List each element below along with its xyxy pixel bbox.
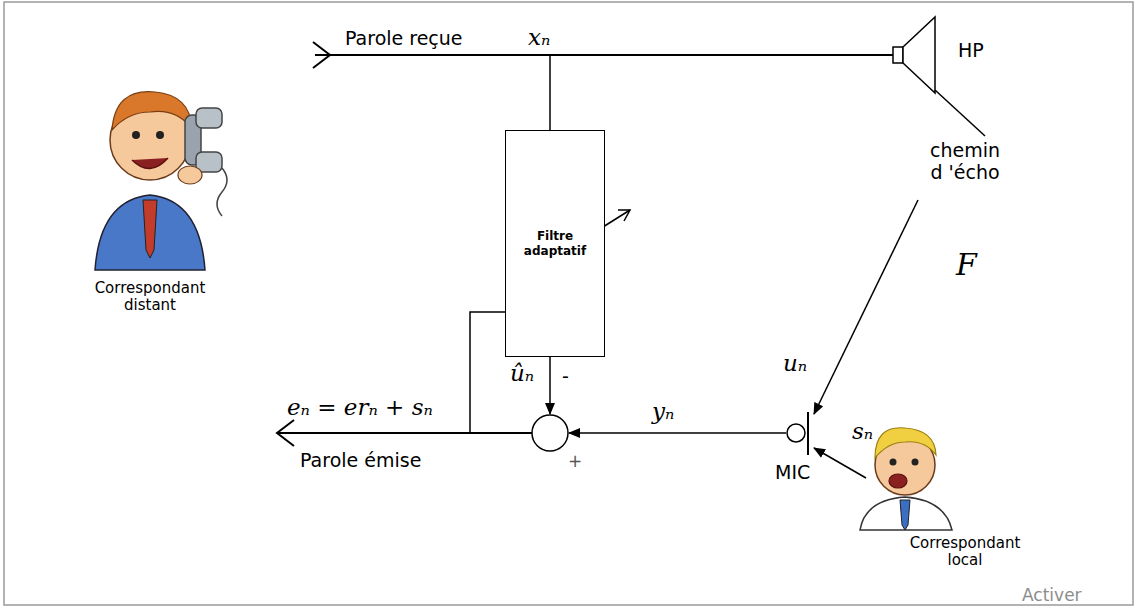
filter-output xyxy=(549,357,551,414)
frame xyxy=(4,2,1133,605)
summing-junction xyxy=(532,415,568,451)
person-caption: Correspondant distant xyxy=(75,280,225,315)
speaker-cone xyxy=(903,17,935,93)
watermark: Activer xyxy=(1022,586,1082,606)
sign-label: - xyxy=(562,366,569,388)
signal-symbol: ûₙ xyxy=(510,360,534,386)
distant-person xyxy=(95,92,227,270)
signal-equation: eₙ = erₙ + sₙ xyxy=(287,394,433,420)
mic-line xyxy=(569,432,786,434)
echo-path xyxy=(935,90,985,136)
speaker-label: HP xyxy=(958,40,984,62)
signal-symbol: sₙ xyxy=(852,418,873,444)
speaker-magnet xyxy=(893,47,903,63)
mic-symbol xyxy=(787,424,805,442)
mic-symbol xyxy=(807,412,809,455)
person-caption: Correspondant local xyxy=(890,535,1040,570)
sign-label: + xyxy=(568,452,582,472)
path-symbol: F xyxy=(956,248,977,283)
local-speech xyxy=(814,448,866,478)
emitted-line xyxy=(277,432,532,434)
line-head xyxy=(277,420,294,446)
signal-name: Parole émise xyxy=(300,450,421,472)
line-tail xyxy=(313,42,330,68)
local-person xyxy=(860,428,952,530)
box-text: Filtre adaptatif xyxy=(506,229,604,259)
signal-symbol: xₙ xyxy=(528,24,550,50)
mic-label: MIC xyxy=(775,462,810,484)
filter-feed xyxy=(549,55,551,130)
signal-name: Parole reçue xyxy=(345,28,463,50)
adaptation-arrow xyxy=(618,210,630,221)
path-label: chemin d 'écho xyxy=(925,140,1005,184)
received-line xyxy=(315,54,893,56)
error-feedback xyxy=(470,312,505,433)
echo-path xyxy=(814,200,918,414)
filter-box: Filtre adaptatif xyxy=(505,130,605,357)
signal-symbol: uₙ xyxy=(783,350,807,376)
signal-symbol: yₙ xyxy=(652,398,674,424)
